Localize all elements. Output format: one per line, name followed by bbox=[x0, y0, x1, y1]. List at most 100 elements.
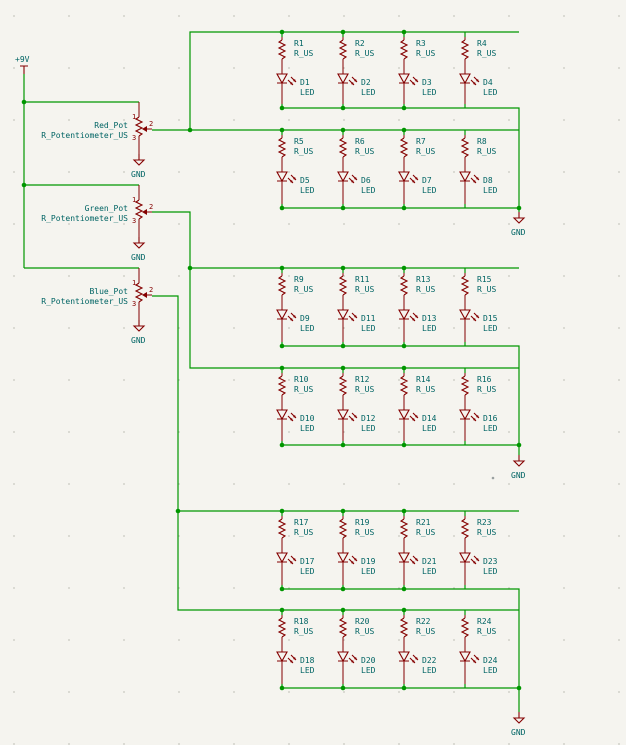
resistor-symbol[interactable] bbox=[338, 275, 348, 296]
led-symbol[interactable] bbox=[398, 309, 410, 321]
ground-symbol-red[interactable]: GND bbox=[511, 212, 526, 237]
resistor-symbol[interactable] bbox=[460, 39, 470, 60]
pot-ground-symbol[interactable]: GND bbox=[131, 237, 146, 262]
grid-dot bbox=[508, 223, 510, 225]
resistor-symbol[interactable] bbox=[460, 275, 470, 296]
resistor-symbol[interactable] bbox=[399, 375, 409, 396]
led-value: LED bbox=[300, 567, 315, 576]
led-symbol[interactable] bbox=[459, 309, 471, 321]
led-symbol[interactable] bbox=[398, 73, 410, 85]
blue-ground-return[interactable] bbox=[282, 588, 520, 712]
led-symbol[interactable] bbox=[398, 171, 410, 183]
resistor-symbol[interactable] bbox=[277, 518, 287, 539]
resistor-symbol[interactable] bbox=[338, 518, 348, 539]
led-symbol[interactable] bbox=[276, 409, 288, 421]
resistor-symbol[interactable] bbox=[338, 617, 348, 638]
led-symbol[interactable] bbox=[337, 552, 349, 564]
junction bbox=[340, 442, 346, 448]
resistor-symbol[interactable] bbox=[277, 275, 287, 296]
led-symbol[interactable] bbox=[459, 409, 471, 421]
led-symbol[interactable] bbox=[337, 171, 349, 183]
led-symbol[interactable] bbox=[337, 651, 349, 663]
led-symbol[interactable] bbox=[459, 73, 471, 85]
led-symbol[interactable] bbox=[459, 552, 471, 564]
pot-ground-symbol[interactable]: GND bbox=[131, 320, 146, 345]
green-ground-return[interactable] bbox=[282, 345, 520, 455]
led-symbol[interactable] bbox=[398, 552, 410, 564]
resistor-symbol[interactable] bbox=[460, 375, 470, 396]
led-symbol[interactable] bbox=[276, 309, 288, 321]
resistor-symbol[interactable] bbox=[338, 375, 348, 396]
resistor-symbol[interactable] bbox=[277, 617, 287, 638]
resistor-symbol[interactable] bbox=[277, 39, 287, 60]
resistor-symbol[interactable] bbox=[399, 275, 409, 296]
resistor-symbol[interactable] bbox=[399, 518, 409, 539]
resistor-symbol[interactable] bbox=[399, 617, 409, 638]
resistor-symbol[interactable] bbox=[277, 137, 287, 158]
resistor-ref: R22 bbox=[416, 617, 431, 626]
led-symbol[interactable] bbox=[459, 171, 471, 183]
ground-symbol-green[interactable]: GND bbox=[511, 455, 526, 480]
led-symbol[interactable] bbox=[276, 651, 288, 663]
supply-symbol[interactable]: +9V bbox=[15, 55, 30, 74]
resistor-ref: R7 bbox=[416, 137, 426, 146]
resistor-symbol[interactable] bbox=[460, 617, 470, 638]
junction bbox=[279, 508, 285, 514]
led-symbol[interactable] bbox=[398, 651, 410, 663]
ground-label: GND bbox=[511, 728, 526, 737]
resistor-symbol[interactable] bbox=[399, 39, 409, 60]
blue-feed-wire[interactable] bbox=[152, 295, 519, 611]
green-feed-wire[interactable] bbox=[152, 211, 519, 369]
led-symbol[interactable] bbox=[276, 171, 288, 183]
resistor-symbol[interactable] bbox=[399, 137, 409, 158]
led-symbol[interactable] bbox=[459, 651, 471, 663]
grid-dot bbox=[68, 743, 70, 745]
resistor-symbol[interactable] bbox=[460, 137, 470, 158]
led-symbol[interactable] bbox=[276, 552, 288, 564]
red-ground-return[interactable] bbox=[282, 107, 520, 212]
resistor-symbol[interactable] bbox=[338, 137, 348, 158]
led-symbol[interactable] bbox=[337, 409, 349, 421]
ground-symbol-blue[interactable]: GND bbox=[511, 712, 526, 737]
led-symbol[interactable] bbox=[276, 73, 288, 85]
resistor-symbol[interactable] bbox=[338, 39, 348, 60]
resistor-symbol[interactable] bbox=[460, 518, 470, 539]
resistor-symbol[interactable] bbox=[277, 375, 287, 396]
red-feed-wire[interactable] bbox=[152, 31, 519, 131]
led-value: LED bbox=[483, 324, 498, 333]
grid-dot bbox=[508, 275, 510, 277]
led-symbol[interactable] bbox=[337, 73, 349, 85]
led-symbol[interactable] bbox=[337, 309, 349, 321]
grid-dot bbox=[123, 587, 125, 589]
led-symbol[interactable] bbox=[398, 409, 410, 421]
pot-ground-symbol[interactable]: GND bbox=[131, 154, 146, 179]
